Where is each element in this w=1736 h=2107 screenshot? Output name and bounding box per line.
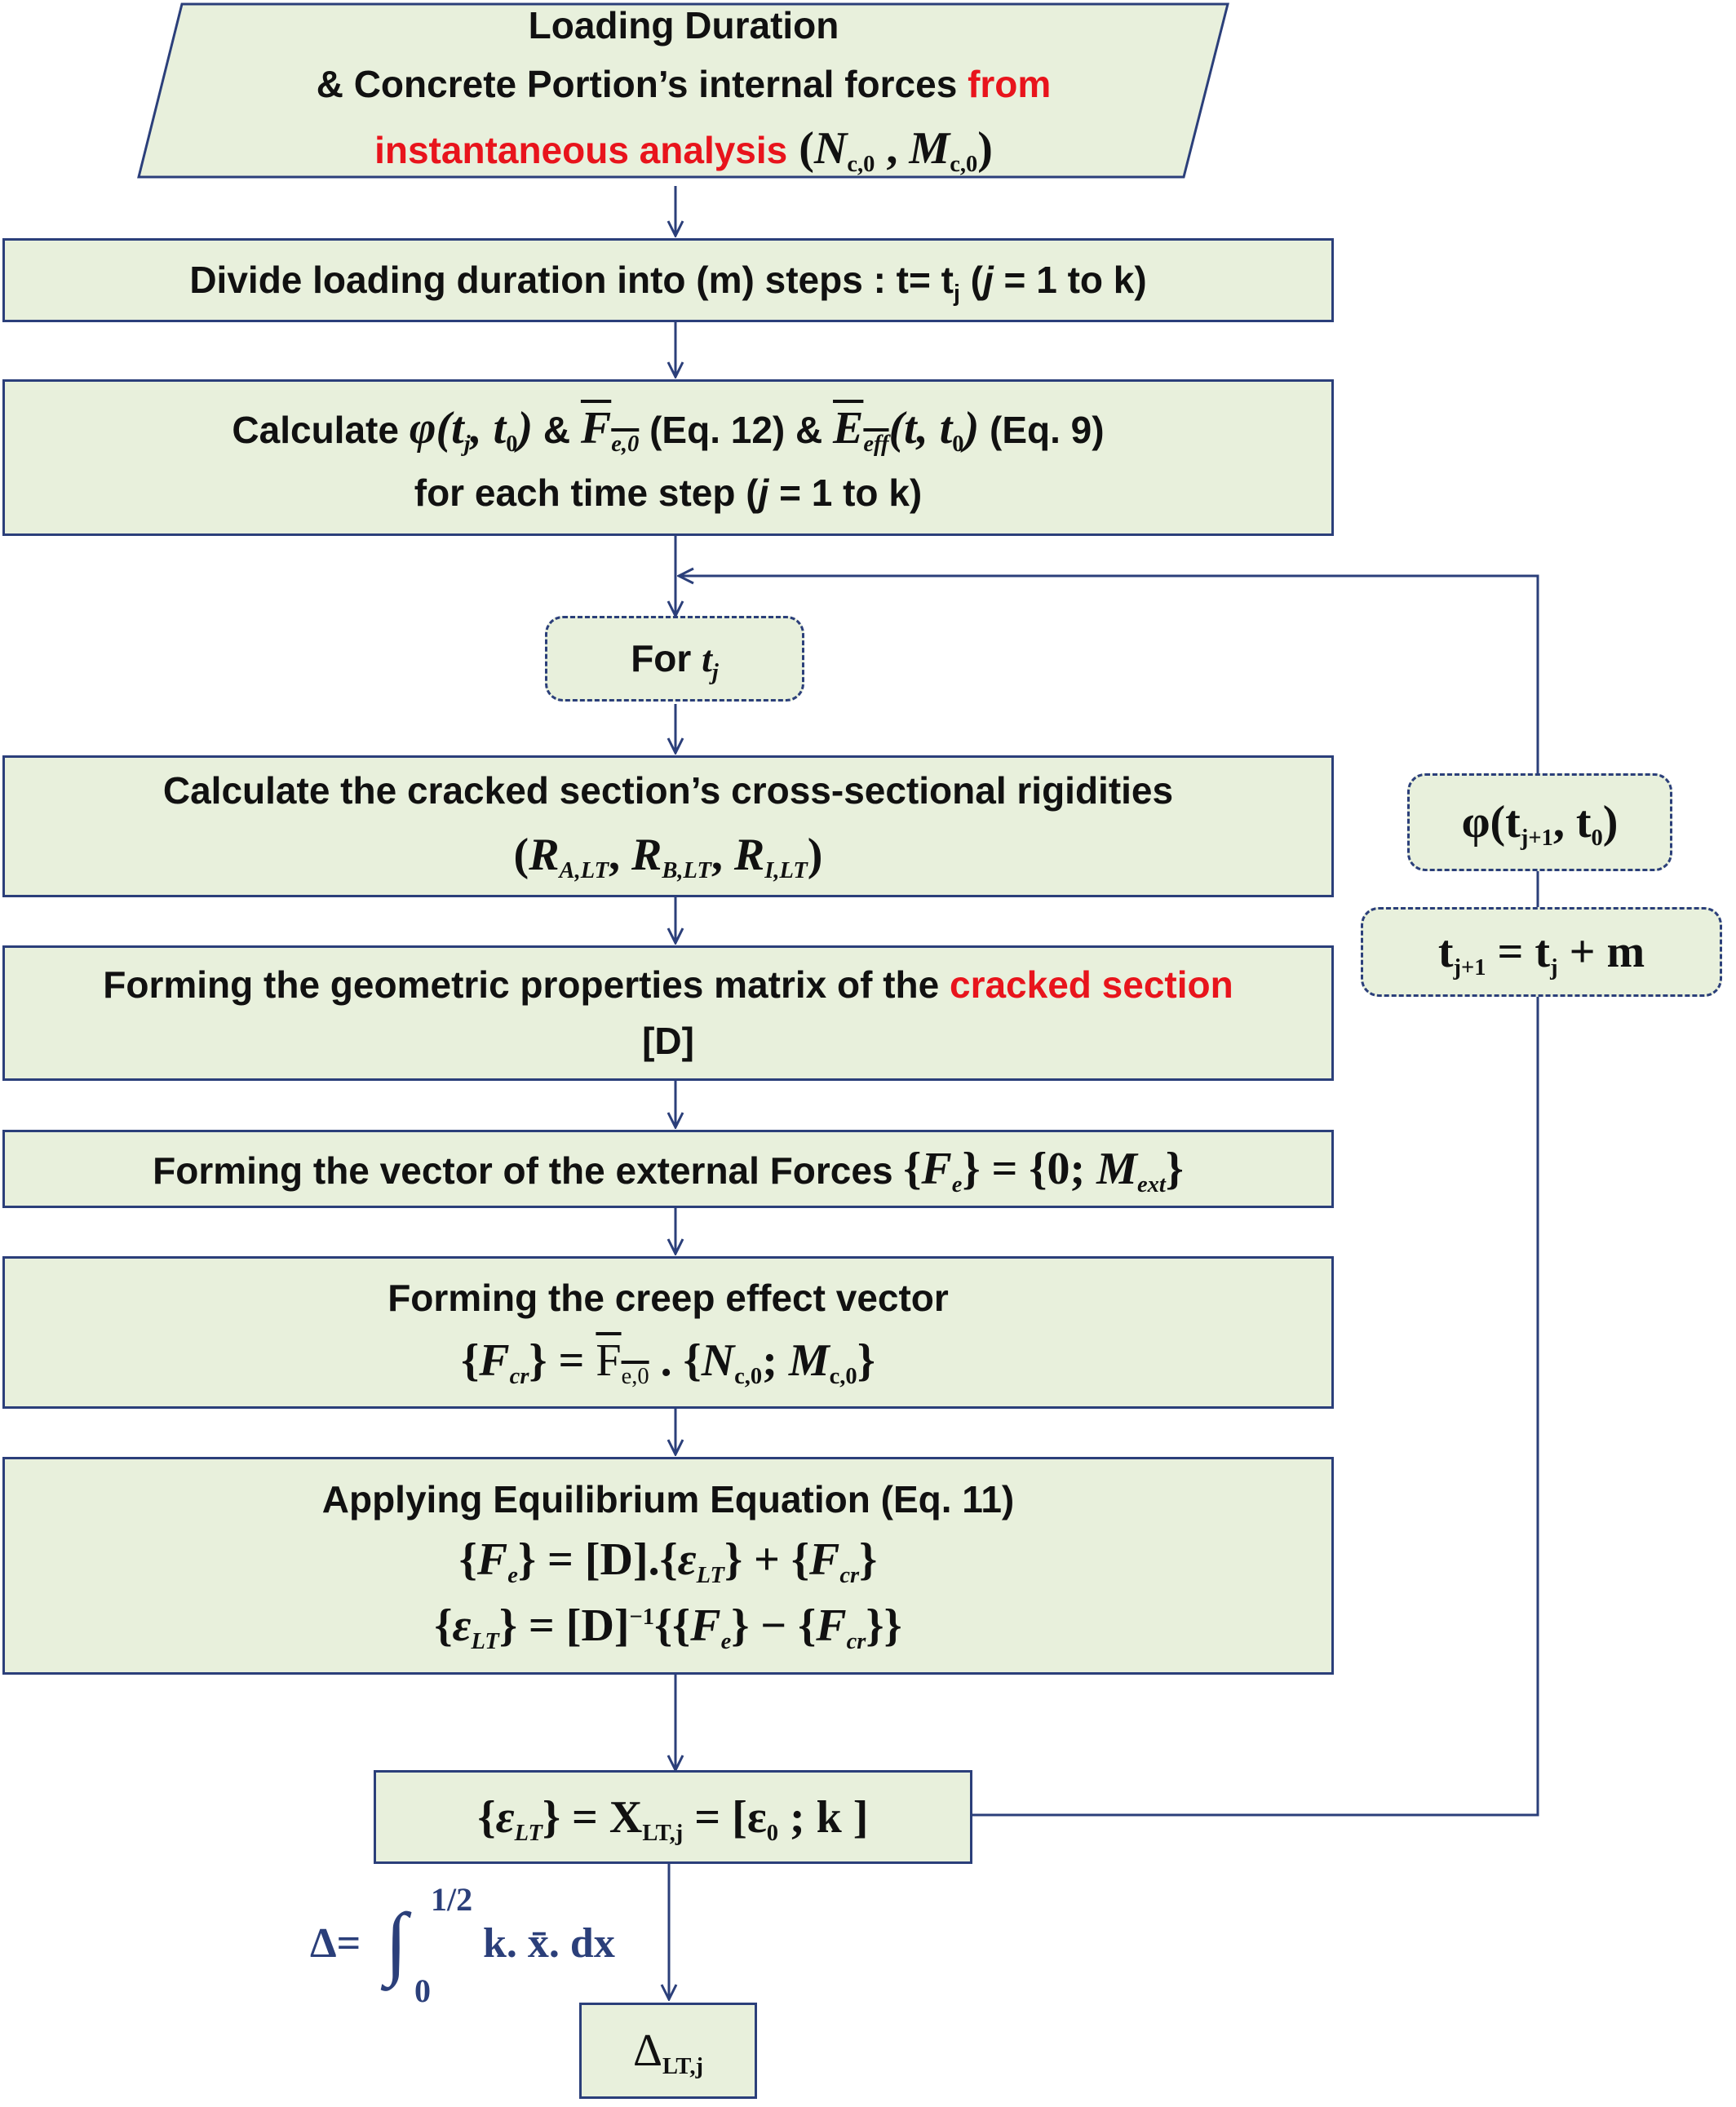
rigidities-box: Calculate the cracked section’s cross-se… [2, 755, 1334, 897]
integral-upper-limit: 1/2 [431, 1881, 473, 1918]
equilibrium-box: Applying Equilibrium Equation (Eq. 11) {… [2, 1457, 1334, 1675]
integral-lower-limit: 0 [414, 1972, 431, 2009]
loop-phi-box: φ(tj+1, t0) [1407, 773, 1672, 871]
creep-vector-line-2: {Fcr} = Fe,0 . {Nc,0; Mc,0} [461, 1335, 875, 1389]
delta-equals: Δ= [310, 1920, 361, 1967]
integral-body: k. x̄. dx [483, 1920, 615, 1967]
input-text: Loading Duration & Concrete Portion’s in… [137, 2, 1230, 179]
e-eff-bar-symbol: Eeff [833, 402, 889, 457]
equilibrium-line-1: Applying Equilibrium Equation (Eq. 11) [321, 1477, 1015, 1520]
deflection-formula: Δ= ∫ 1/2 0 k. x̄. dx [310, 1880, 653, 2009]
external-forces-text: Forming the vector of the external Force… [153, 1144, 1184, 1197]
input-parallelogram: Loading Duration & Concrete Portion’s in… [137, 2, 1230, 179]
creep-vector-box: Forming the creep effect vector {Fcr} = … [2, 1256, 1334, 1409]
output-box: ΔLT,j [579, 2003, 757, 2099]
integral-sign: ∫ [385, 1897, 408, 1987]
for-tj-text: For tj [631, 636, 719, 685]
geometric-matrix-line-1: Forming the geometric properties matrix … [103, 963, 1233, 1006]
f-bar-symbol: Fe,0 [580, 402, 640, 457]
external-forces-box: Forming the vector of the external Force… [2, 1130, 1334, 1208]
equilibrium-eq-1: {Fe} = [D].{εLT} + {Fcr} [458, 1534, 878, 1588]
creep-vector-line-1: Forming the creep effect vector [388, 1277, 949, 1319]
input-line-2: & Concrete Portion’s internal forces fro… [316, 62, 1052, 105]
loop-phi-text: φ(tj+1, t0) [1461, 797, 1619, 851]
loop-time-text: tj+1 = tj + m [1437, 927, 1645, 980]
geometric-matrix-line-2: [D] [642, 1020, 694, 1062]
divide-steps-text: Divide loading duration into (m) steps :… [189, 258, 1147, 307]
loop-time-box: tj+1 = tj + m [1361, 907, 1722, 997]
result-box: {εLT} = XLT,j = [ε0 ; k ] [374, 1770, 972, 1864]
rigidities-line-2: (RA,LT, RB,LT, RI,LT) [513, 830, 823, 884]
equilibrium-eq-2: {εLT} = [D]−1{{Fe} − {Fcr}} [434, 1600, 902, 1654]
loop-line-result-to-time [972, 997, 1539, 1817]
divide-steps-box: Divide loading duration into (m) steps :… [2, 238, 1334, 322]
calculate-creep-box: Calculate φ(tj, t0) & Fe,0 (Eq. 12) & Ee… [2, 379, 1334, 536]
parallelogram-shape [137, 2, 1229, 179]
fe0-bar-symbol: Fe,0 [596, 1335, 649, 1389]
calculate-creep-line-2: for each time step (j = 1 to k) [414, 471, 923, 514]
input-line-1: Loading Duration [528, 4, 839, 47]
input-line-3: instantaneous analysis (Nc,0 , Mc,0) [374, 122, 993, 177]
loop-arrow-phi-to-for [679, 576, 1539, 773]
for-tj-box: For tj [545, 616, 804, 702]
output-text: ΔLT,j [633, 2025, 703, 2079]
result-text: {εLT} = XLT,j = [ε0 ; k ] [477, 1791, 869, 1846]
rigidities-line-1: Calculate the cracked section’s cross-se… [162, 768, 1174, 812]
calculate-creep-line-1: Calculate φ(tj, t0) & Fe,0 (Eq. 12) & Ee… [232, 402, 1105, 457]
geometric-matrix-box: Forming the geometric properties matrix … [2, 945, 1334, 1081]
